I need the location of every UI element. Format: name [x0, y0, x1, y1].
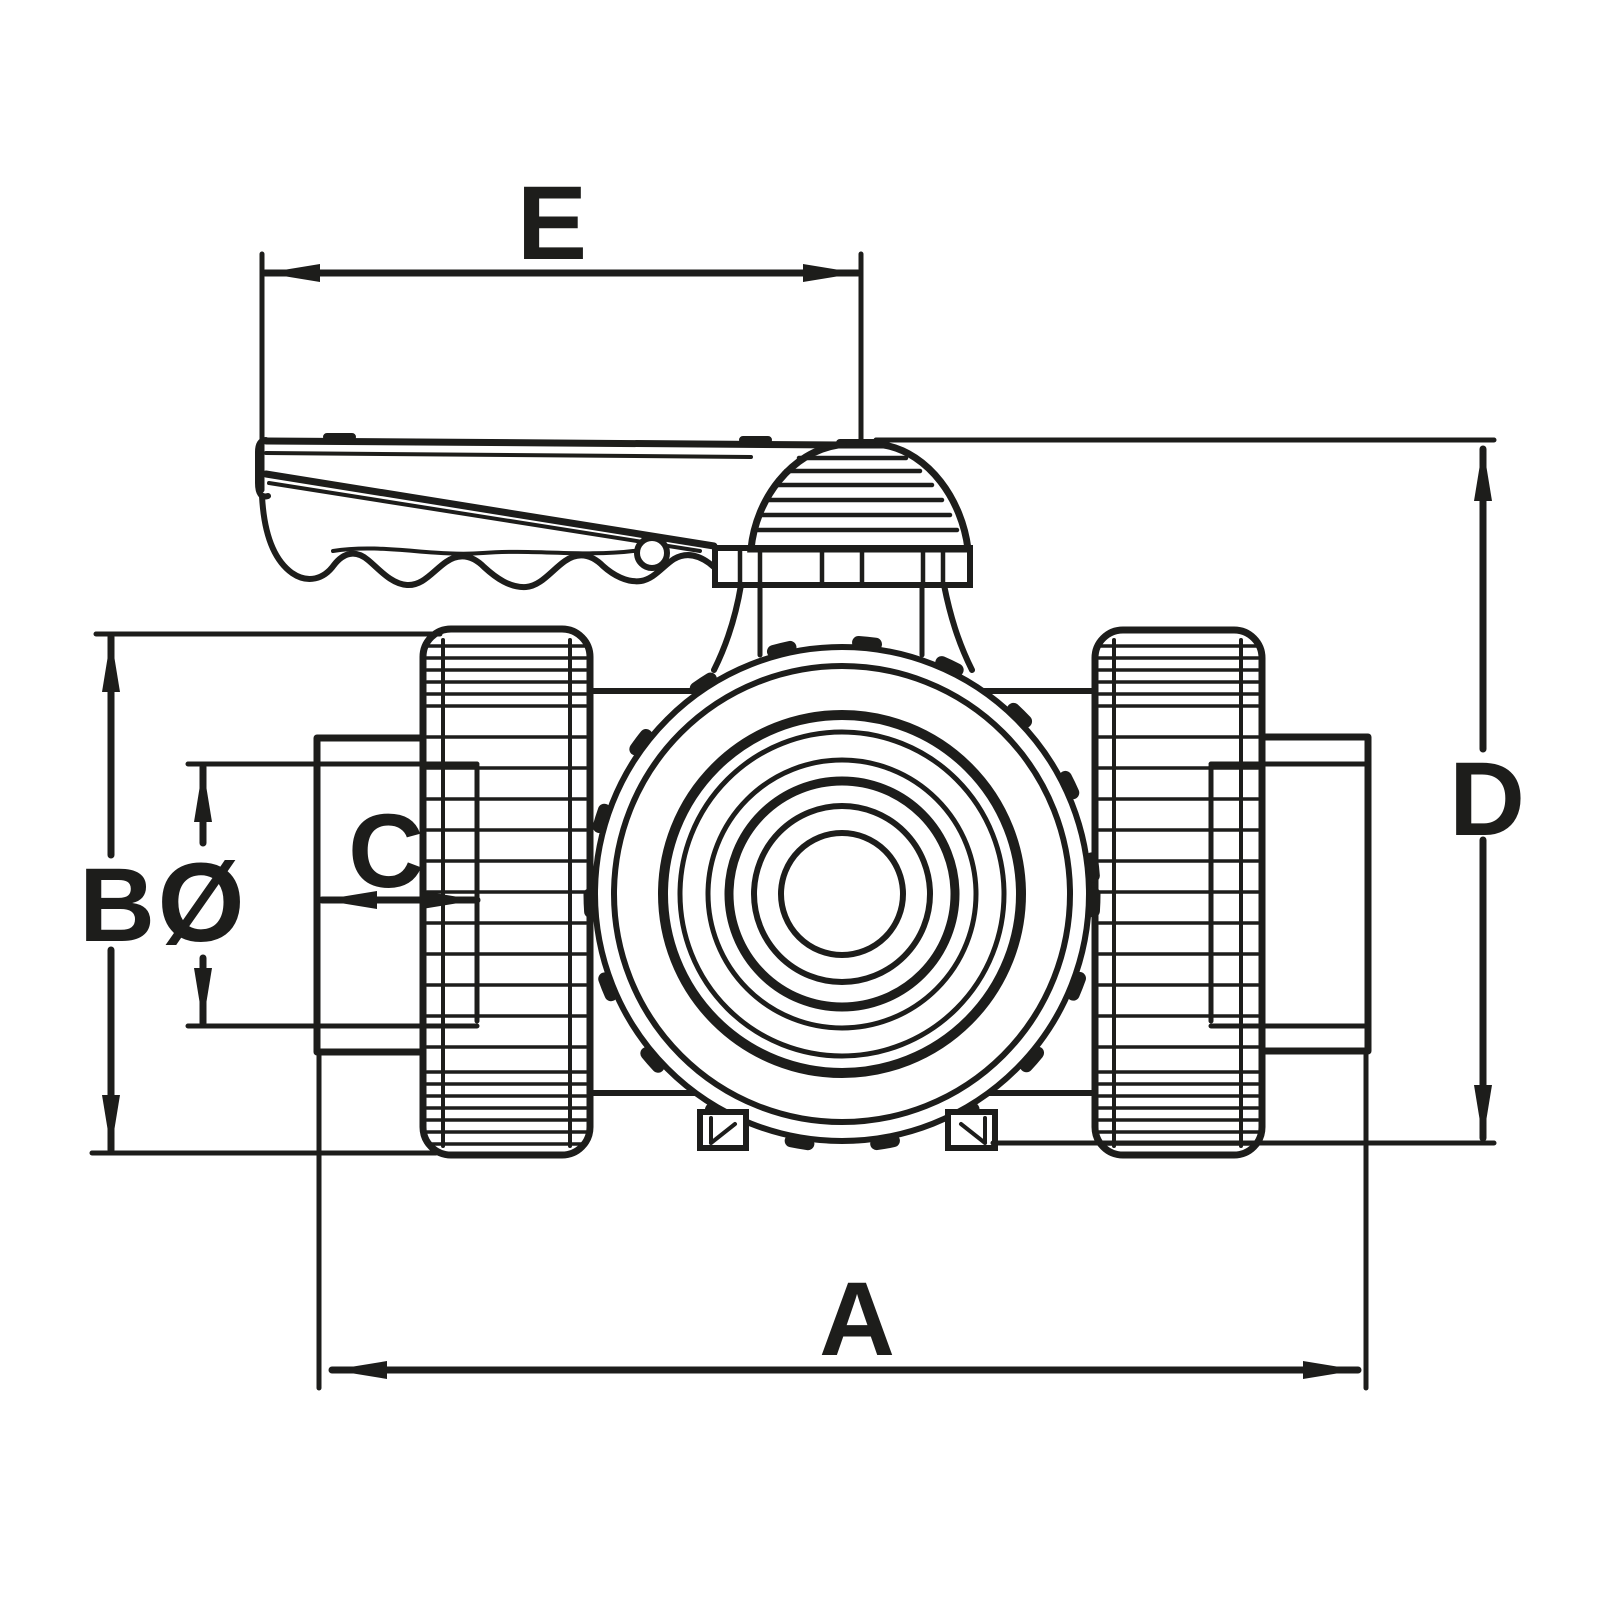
dimension-dia	[194, 763, 212, 1027]
handle-collar	[712, 545, 973, 588]
handle-pivot-pin	[634, 535, 670, 571]
front-port-ring	[583, 635, 1101, 1153]
left-union-nut	[419, 625, 594, 1159]
dimension-b	[89, 631, 443, 1156]
bottom-lugs	[697, 1109, 998, 1151]
handle-finger-grips	[259, 493, 718, 591]
dim-label-e: E	[517, 165, 587, 282]
dim-label-d: D	[1449, 741, 1525, 858]
dimension-e	[259, 251, 864, 493]
right-pipe-socket	[1208, 733, 1372, 1055]
dimension-d	[873, 437, 1497, 1146]
dimension-c	[318, 891, 481, 909]
handle-dome	[747, 439, 972, 553]
stem-neck	[711, 582, 975, 673]
dimension-a	[316, 1048, 1369, 1391]
right-union-nut	[1091, 626, 1266, 1159]
dim-label-b: B	[79, 847, 155, 964]
dim-label-c: C	[348, 793, 424, 910]
lever-handle	[255, 433, 847, 591]
dim-label-a: A	[819, 1261, 895, 1378]
dim-label-dia: Ø	[157, 840, 244, 965]
left-pipe-socket	[185, 734, 480, 1056]
